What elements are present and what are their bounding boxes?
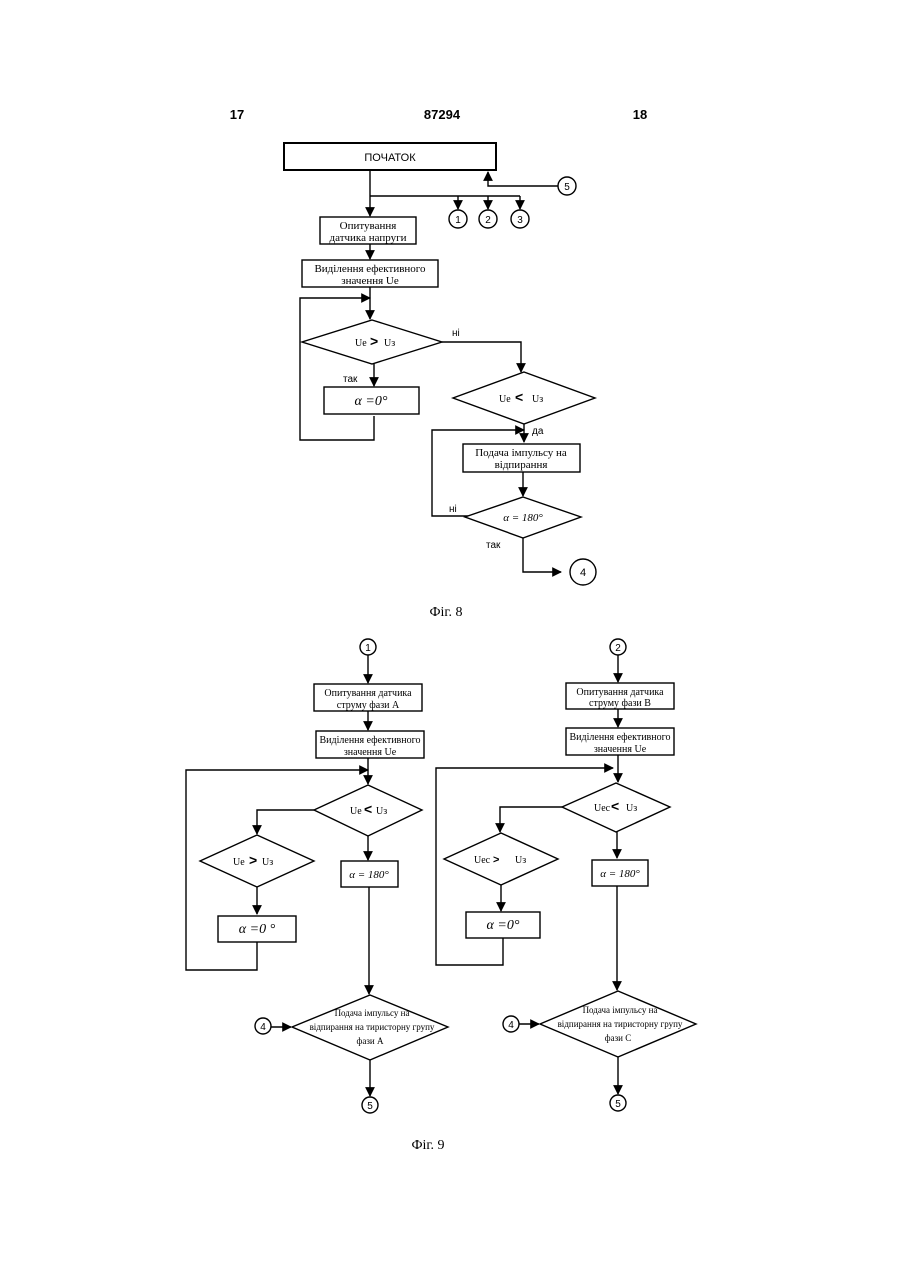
connector-5-label: 5 (615, 1099, 621, 1110)
decision-uec-greater-uz-b (444, 833, 558, 885)
greater-than-sign: > (249, 852, 257, 868)
connector-3-label: 3 (517, 215, 523, 226)
figure-9-flowchart: 1 Опитування датчика струму фази А Виділ… (186, 639, 696, 1153)
connector-1-label: 1 (455, 215, 461, 226)
phase-b-flowchart: 2 Опитування датчика струму фази В Виділ… (436, 639, 696, 1111)
decision-b2-right: Uз (515, 855, 526, 866)
pulse-a-line1: Подача імпульсу на (335, 1008, 410, 1018)
poll-voltage-line2: датчика напруги (330, 232, 407, 244)
effective-value-line1: Виділення ефективного (314, 263, 426, 275)
phase-a-flowchart: 1 Опитування датчика струму фази А Виділ… (186, 639, 448, 1113)
connector-1-label: 1 (365, 643, 371, 654)
pulse-b-line1: Подача імпульсу на (583, 1005, 658, 1015)
decision-a2-left: Ue (233, 857, 245, 868)
decision-a2-right: Uз (262, 857, 273, 868)
pulse-release-line2: відпирання (495, 459, 548, 471)
da-label: да (532, 426, 544, 437)
alpha-zero-b-label: α =0° (487, 918, 520, 933)
decision-alpha-180-label: α = 180° (503, 512, 543, 524)
branch-line (257, 810, 314, 834)
connector-5-label: 5 (564, 182, 570, 193)
loop-line (300, 298, 374, 440)
pulse-a-line3: фази А (357, 1036, 384, 1046)
no-branch-line (442, 342, 521, 372)
connector-4-label: 4 (508, 1020, 514, 1031)
decision-b2-left: Uec (474, 855, 491, 866)
decision-a1-right: Uз (376, 806, 387, 817)
effective-value-a-line1: Виділення ефективного (320, 735, 421, 746)
patent-number: 87294 (424, 107, 461, 122)
feedback-line-5 (488, 172, 558, 186)
less-than-sign: < (611, 798, 619, 814)
decision-b1-right: Uз (626, 803, 637, 814)
no-label-2: ні (449, 504, 457, 515)
decision2-right: Uз (532, 394, 543, 405)
page-number-right: 18 (633, 107, 647, 122)
decision2-left: Ue (499, 394, 511, 405)
connector-4-label: 4 (580, 567, 586, 579)
yes-branch-line (523, 538, 561, 572)
branch-line (500, 807, 562, 832)
decision-ue-less-uz (453, 372, 595, 424)
decision1-right: Uз (384, 338, 395, 349)
effective-value-line2: значення Ue (341, 275, 399, 287)
effective-value-a-line2: значення Ue (344, 747, 397, 758)
pulse-a-line2: відпирання на тиристорну групу (310, 1022, 435, 1032)
pulse-b-line2: відпирання на тиристорну групу (558, 1019, 683, 1029)
poll-current-a-line2: струму фази А (337, 700, 400, 711)
connector-4-label: 4 (260, 1022, 266, 1033)
yes-label-2: так (486, 540, 501, 551)
poll-current-b-line2: струму фази В (589, 698, 651, 709)
alpha-180-b-label: α = 180° (600, 868, 640, 880)
poll-current-a-line1: Опитування датчика (324, 688, 412, 699)
figure-9-caption: Фіг. 9 (411, 1138, 444, 1153)
figure-8-flowchart: ПОЧАТОК 5 1 2 3 Опитування датчика напру… (284, 143, 596, 620)
alpha-zero-a-label: α =0 ° (239, 922, 276, 937)
greater-than-sign: > (370, 333, 378, 349)
decision-b1-left: Uec (594, 803, 611, 814)
connector-2-label: 2 (485, 215, 491, 226)
alpha-180-a-label: α = 180° (349, 869, 389, 881)
decision-a1-left: Ue (350, 806, 362, 817)
pulse-release-line1: Подача імпульсу на (475, 447, 567, 459)
start-label: ПОЧАТОК (364, 152, 416, 164)
poll-current-b-line1: Опитування датчика (576, 687, 664, 698)
effective-value-b-line2: значення Ue (594, 744, 647, 755)
connector-2-label: 2 (615, 643, 621, 654)
effective-value-b-line1: Виділення ефективного (570, 732, 671, 743)
page-number-left: 17 (230, 107, 244, 122)
figure-8-caption: Фіг. 8 (429, 605, 462, 620)
poll-voltage-line1: Опитування (340, 220, 397, 232)
pulse-b-line3: фази С (605, 1033, 631, 1043)
less-than-sign: < (364, 801, 372, 817)
yes-label: так (343, 374, 358, 385)
less-than-sign: < (515, 389, 523, 405)
decision1-left: Ue (355, 338, 367, 349)
greater-than-sign: > (493, 854, 499, 866)
connector-5-label: 5 (367, 1101, 373, 1112)
alpha-zero-label: α =0° (355, 394, 388, 409)
no-label: ні (452, 328, 460, 339)
